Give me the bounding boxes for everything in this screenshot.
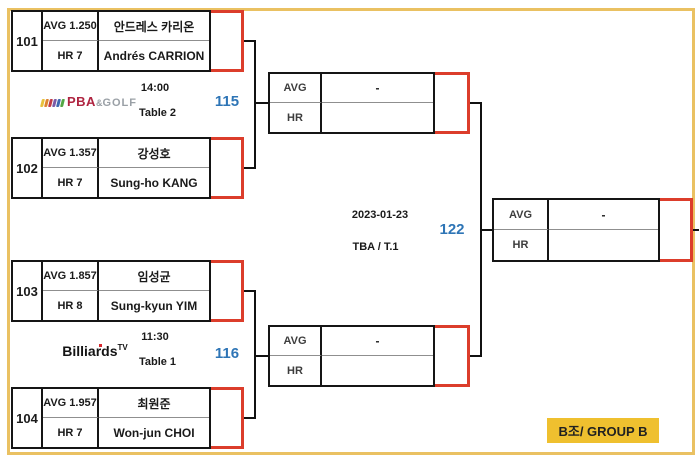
connector-top-vertical bbox=[254, 40, 256, 169]
avg-cell: AVG 1.250 bbox=[43, 12, 99, 41]
player-name-en: Sung-kyun YIM bbox=[110, 298, 198, 313]
player-name-kr: 임성균 bbox=[99, 262, 209, 291]
match-no-115: 115 bbox=[214, 93, 240, 110]
result-box bbox=[211, 10, 244, 72]
hr-value bbox=[322, 356, 433, 385]
match-no-116: 116 bbox=[214, 345, 240, 362]
avg-value: - bbox=[549, 200, 658, 230]
avg-cell: AVG 1.857 bbox=[43, 262, 99, 291]
player-name-en: Won-jun CHOI bbox=[113, 425, 195, 440]
hr-label: HR bbox=[270, 356, 322, 385]
connector-bottom-vertical bbox=[254, 290, 256, 419]
avg-value: - bbox=[322, 327, 433, 356]
connector-115-out bbox=[470, 102, 482, 104]
connector-into-115 bbox=[254, 102, 268, 104]
pba-amp-text: & bbox=[95, 98, 103, 108]
player-name-en: Sung-ho KANG bbox=[110, 175, 198, 190]
connector-104-out bbox=[244, 417, 256, 419]
match-number-cell: 101 bbox=[13, 12, 43, 70]
match-box-102: 102 AVG 1.357 HR 7 강성호 Sung-ho KANG bbox=[11, 137, 211, 199]
connector-122-out bbox=[693, 229, 699, 231]
connector-into-122 bbox=[480, 229, 492, 231]
player-name-kr: 최원준 bbox=[99, 389, 209, 418]
result-box bbox=[211, 137, 244, 199]
final-date: 2023-01-23 bbox=[351, 209, 409, 221]
hr-cell: HR 8 bbox=[43, 291, 99, 320]
page-border bbox=[7, 8, 695, 455]
connector-116-out bbox=[470, 355, 482, 357]
match-time-bottom: 11:30 bbox=[141, 331, 169, 343]
match-row-103: 103 AVG 1.857 HR 8 임성균 Sung-kyun YIM bbox=[11, 260, 244, 322]
pba-golf-logo: PBA&GOLF bbox=[30, 93, 148, 111]
match-table-bottom: Table 1 bbox=[138, 356, 177, 368]
match-number-cell: 104 bbox=[13, 389, 43, 447]
pba-golf-text: GOLF bbox=[102, 97, 137, 109]
match-number-cell: 102 bbox=[13, 139, 43, 197]
result-box bbox=[660, 198, 693, 262]
hr-label: HR bbox=[494, 230, 549, 260]
player-name-kr: 강성호 bbox=[99, 139, 209, 168]
match-table-top: Table 2 bbox=[138, 107, 177, 119]
match-row-104: 104 AVG 1.957 HR 7 최원준 Won-jun CHOI bbox=[11, 387, 244, 449]
billiards-tv-sup: TV bbox=[117, 343, 128, 352]
result-box bbox=[211, 260, 244, 322]
avg-cell: AVG 1.357 bbox=[43, 139, 99, 168]
match-row-102: 102 AVG 1.357 HR 7 강성호 Sung-ho KANG bbox=[11, 137, 244, 199]
hr-cell: HR 7 bbox=[43, 418, 99, 447]
avg-label: AVG bbox=[494, 200, 549, 230]
semifinal-box-116: AVG - HR bbox=[268, 325, 470, 387]
hr-cell: HR 7 bbox=[43, 41, 99, 70]
final-box-122: AVG - HR bbox=[492, 198, 693, 262]
result-box bbox=[435, 325, 470, 387]
group-badge: B조/ GROUP B bbox=[547, 418, 659, 443]
match-box-104: 104 AVG 1.957 HR 7 최원준 Won-jun CHOI bbox=[11, 387, 211, 449]
hr-value bbox=[549, 230, 658, 260]
semifinal-box-115: AVG - HR bbox=[268, 72, 470, 134]
match-box-103: 103 AVG 1.857 HR 8 임성균 Sung-kyun YIM bbox=[11, 260, 211, 322]
match-time-top: 14:00 bbox=[140, 82, 170, 94]
player-name-en: Andrés CARRION bbox=[103, 48, 205, 63]
pba-peacock-icon bbox=[39, 99, 65, 107]
final-venue: TBA / T.1 bbox=[352, 241, 399, 253]
hr-cell: HR 7 bbox=[43, 168, 99, 197]
pba-logo-text: PBA bbox=[66, 94, 96, 109]
billiards-logo-text: Billiards bbox=[62, 343, 118, 360]
connector-103-out bbox=[244, 290, 256, 292]
match-row-101: 101 AVG 1.250 HR 7 안드레스 카리온 Andrés CARRI… bbox=[11, 10, 244, 72]
result-box bbox=[435, 72, 470, 134]
avg-value: - bbox=[322, 74, 433, 103]
billiards-red-dot bbox=[99, 344, 103, 348]
avg-label: AVG bbox=[270, 74, 322, 103]
match-no-122: 122 bbox=[439, 221, 465, 238]
connector-into-116 bbox=[254, 355, 268, 357]
hr-label: HR bbox=[270, 103, 322, 132]
avg-label: AVG bbox=[270, 327, 322, 356]
match-number-cell: 103 bbox=[13, 262, 43, 320]
connector-102-out bbox=[244, 167, 256, 169]
player-name-kr: 안드레스 카리온 bbox=[99, 12, 209, 41]
hr-value bbox=[322, 103, 433, 132]
connector-101-out bbox=[244, 40, 256, 42]
match-box-101: 101 AVG 1.250 HR 7 안드레스 카리온 Andrés CARRI… bbox=[11, 10, 211, 72]
avg-cell: AVG 1.957 bbox=[43, 389, 99, 418]
result-box bbox=[211, 387, 244, 449]
